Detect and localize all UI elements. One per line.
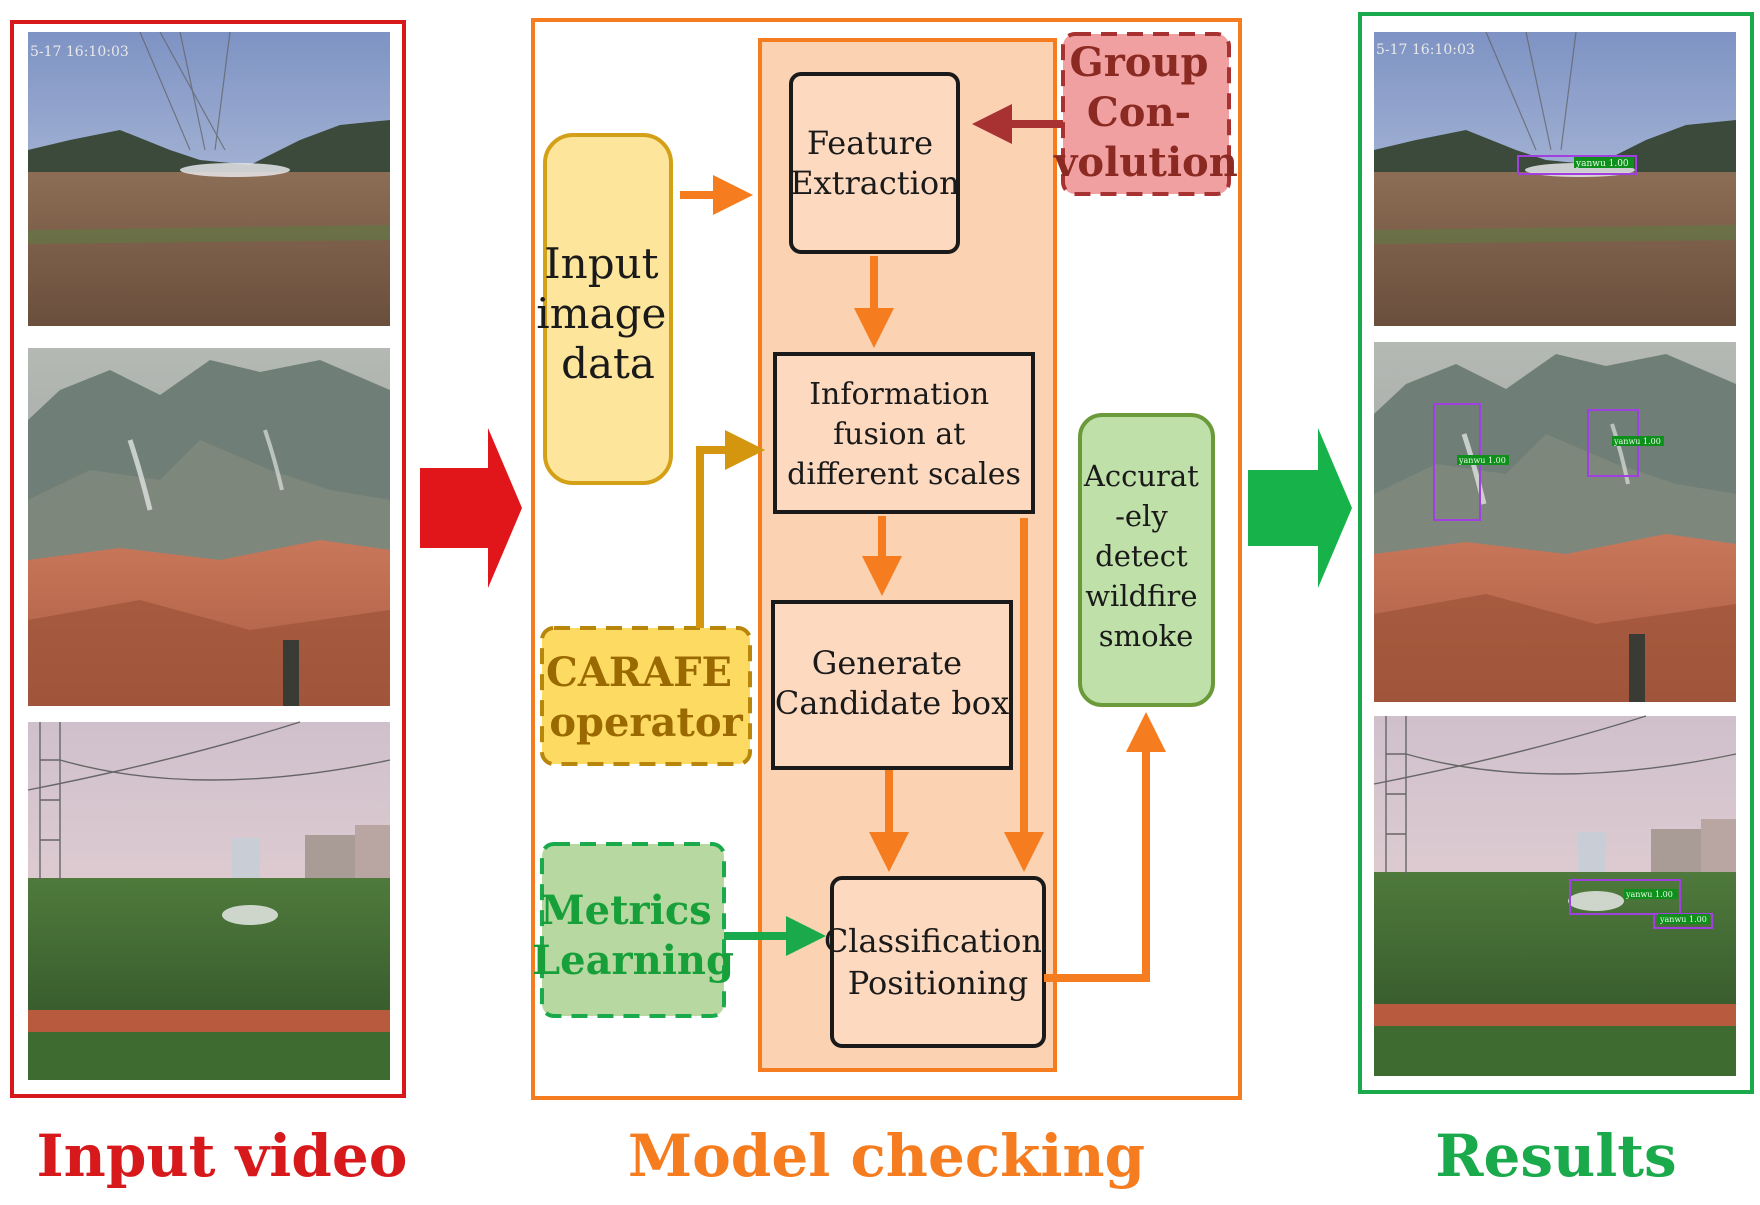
detection-label: yanwu 1.00 <box>1458 456 1506 465</box>
input-photo-mountain <box>28 348 390 706</box>
metrics-learning-node <box>540 842 726 1018</box>
classification-node <box>830 876 1046 1048</box>
input-timestamp: 5-17 16:10:03 <box>30 44 129 60</box>
metrics-learning-label: Metrics Learning <box>532 887 734 984</box>
result-photo-town <box>1373 715 1737 1076</box>
accurately-detect-label: Accurat -ely detect wildfire smoke <box>1083 459 1208 653</box>
generate-candidate-label: Generate Candidate box <box>775 644 1009 722</box>
input-video-title: Input video <box>36 1122 408 1190</box>
information-fusion-label: Information fusion at different scales <box>787 377 1021 492</box>
feature-extraction-node <box>789 72 960 254</box>
generate-candidate-node <box>771 600 1013 770</box>
model-checking-title: Model checking <box>627 1122 1146 1190</box>
results-title: Results <box>1435 1122 1677 1190</box>
arrow-classification-to-detect <box>1044 712 1166 982</box>
group-convolution-label: Group Con- volution <box>1053 39 1238 186</box>
carafe-operator-node <box>540 626 752 766</box>
result-photo-field <box>1374 31 1736 326</box>
results-frame <box>1358 12 1754 1094</box>
red-flow-arrow <box>420 428 522 588</box>
input-photo-town <box>27 721 391 1080</box>
carafe-operator-label: CARAFE operator <box>546 649 746 746</box>
detection-box <box>1569 879 1681 915</box>
input-image-data-node <box>543 133 673 485</box>
information-fusion-node <box>773 352 1035 514</box>
result-timestamp: 5-17 16:10:03 <box>1376 42 1475 58</box>
accurately-detect-node <box>1078 413 1215 707</box>
input-video-frame <box>10 20 406 1098</box>
model-checking-frame <box>531 18 1242 1100</box>
group-convolution-node <box>1061 32 1231 196</box>
detection-box <box>1517 155 1637 175</box>
feature-extraction-label: Feature Extraction <box>790 124 960 202</box>
input-photo-field <box>28 31 390 326</box>
classification-label: Classification Positioning <box>824 922 1052 1002</box>
detection-label: yanwu 1.00 <box>1575 159 1629 169</box>
result-photo-mountain <box>1374 342 1736 702</box>
green-flow-arrow <box>1248 428 1352 588</box>
detection-label: yanwu 1.00 <box>1659 915 1707 924</box>
detection-label: yanwu 1.00 <box>1613 437 1661 446</box>
arrow-carafe-to-fusion <box>696 430 765 628</box>
input-image-data-label: Input image data <box>536 239 679 388</box>
detection-label: yanwu 1.00 <box>1625 890 1673 899</box>
